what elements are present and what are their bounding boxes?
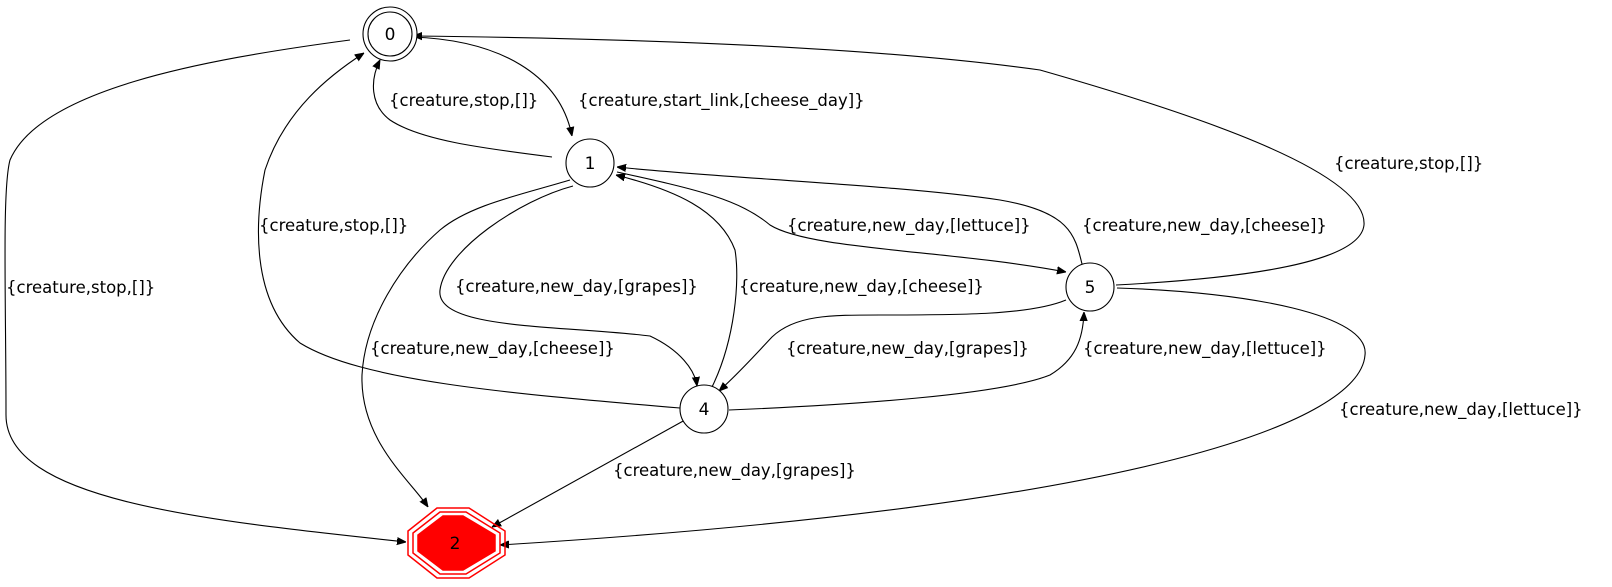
edge-4-to-5 <box>728 312 1084 411</box>
edge-5-to-0 <box>413 36 1365 286</box>
edge-label-1-to-0: {creature,stop,[]} <box>389 91 538 110</box>
node-0-label: 0 <box>385 25 396 45</box>
edge-5-to-1 <box>617 167 1083 265</box>
edge-label-5-to-1: {creature,new_day,[cheese]} <box>1082 216 1327 236</box>
node-2-outer-octagon <box>407 507 506 579</box>
edge-1-to-0 <box>373 60 553 158</box>
edge-4-to-0 <box>257 53 681 409</box>
node-1: 1 <box>565 138 615 188</box>
node-4-label: 4 <box>699 400 710 420</box>
node-2: 2 <box>407 507 506 579</box>
edge-5-to-2 <box>500 287 1366 545</box>
node-5: 5 <box>1065 262 1115 312</box>
edge-0-to-1 <box>411 36 572 136</box>
edge-label-4-to-0: {creature,stop,[]} <box>259 216 408 235</box>
edge-4-to-1 <box>616 175 738 388</box>
edge-label-0-to-1: {creature,start_link,[cheese_day]} <box>578 91 865 111</box>
node-0: 0 <box>362 6 418 62</box>
edge-label-4-to-1: {creature,new_day,[cheese]} <box>739 277 984 297</box>
edge-5-to-4 <box>719 299 1067 391</box>
node-2-inner-octagon <box>417 515 496 571</box>
edge-label-5-to-0: {creature,stop,[]} <box>1334 154 1483 173</box>
edge-label-1-to-2: {creature,new_day,[cheese]} <box>370 339 615 359</box>
edge-1-to-5 <box>616 171 1066 272</box>
edge-label-5-to-4: {creature,new_day,[grapes]} <box>786 339 1029 359</box>
edge-label-1-to-5: {creature,new_day,[lettuce]} <box>787 216 1031 236</box>
edge-1-to-2 <box>361 179 571 507</box>
edge-label-4-to-2: {creature,new_day,[grapes]} <box>613 461 856 481</box>
node-2-label: 2 <box>450 534 461 554</box>
node-4: 4 <box>679 384 729 434</box>
edge-0-to-2 <box>4 39 406 542</box>
edge-label-0-to-2: {creature,stop,[]} <box>6 278 155 297</box>
edge-4-to-2 <box>492 419 686 527</box>
edge-1-to-4 <box>439 185 697 386</box>
node-2-middle-octagon <box>412 511 501 575</box>
edge-label-1-to-4: {creature,new_day,[grapes]} <box>455 277 698 297</box>
edge-label-4-to-5: {creature,new_day,[lettuce]} <box>1083 339 1327 359</box>
node-1-label: 1 <box>585 154 596 174</box>
node-5-label: 5 <box>1085 278 1096 298</box>
edge-label-5-to-2: {creature,new_day,[lettuce]} <box>1339 400 1583 420</box>
